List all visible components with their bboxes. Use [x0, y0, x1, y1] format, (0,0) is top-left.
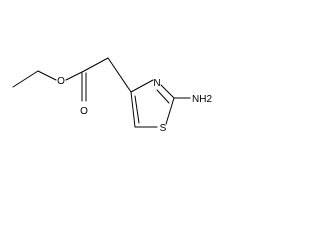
ring-sulfur-label: S [160, 123, 167, 134]
bond-ring-n3-c2 [160, 84, 175, 99]
molecule-structure: O O N S NH2 [12, 57, 212, 134]
bond-o-carbonyl-carbon [65, 70, 85, 81]
bond-ethyl-ch2-o [37, 70, 57, 81]
amino-group-label: NH2 [192, 94, 212, 105]
bond-carbonyl-ch2 [83, 57, 109, 72]
bond-ethyl-ch3-ch2 [12, 70, 39, 88]
bond-ring-n3-c2-inner [156, 89, 170, 104]
bond-ring-c5-c4-inner [134, 95, 140, 124]
bond-ch2-ring-c4 [107, 57, 132, 93]
bond-ring-c5-c4 [130, 91, 136, 128]
ester-oxygen-label: O [57, 76, 65, 87]
ring-nitrogen-label: N [153, 78, 160, 89]
bond-ring-c4-n3 [130, 79, 154, 93]
carbonyl-oxygen-label: O [80, 106, 88, 117]
bond-ring-c2-s1 [165, 97, 175, 125]
